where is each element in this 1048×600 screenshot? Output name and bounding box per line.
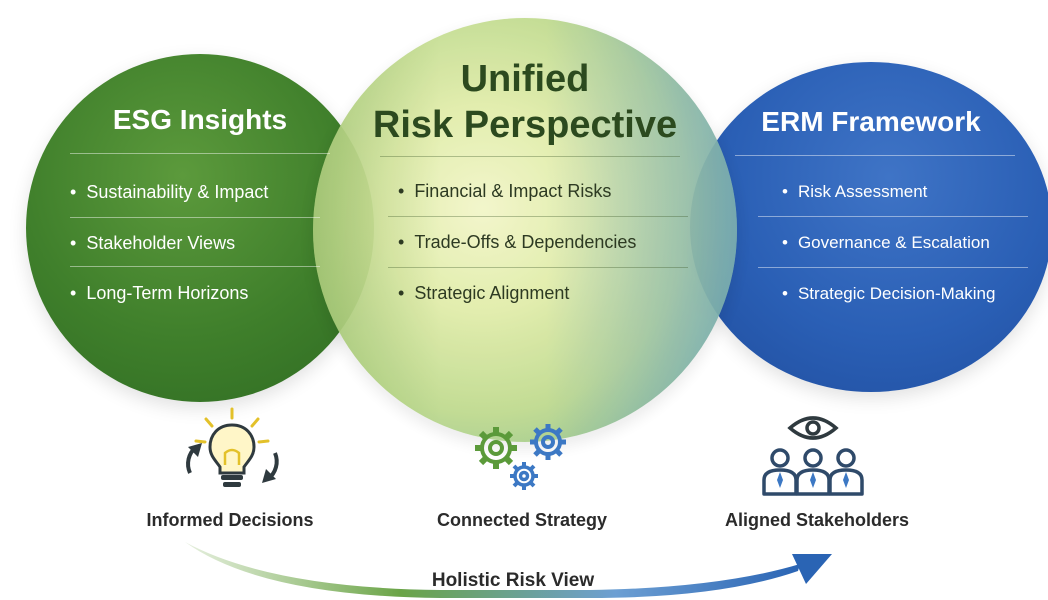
erm-item-divider-2 xyxy=(758,267,1028,268)
esg-insights-title: ESG Insights xyxy=(112,104,288,135)
informed-decisions-label: Informed Decisions xyxy=(146,510,314,530)
esg-item-3: •Long-Term Horizons xyxy=(70,283,249,303)
erm-framework-title: ERM Framework xyxy=(761,106,981,137)
urp-item-3: •Strategic Alignment xyxy=(398,283,570,303)
erm-item-divider-1 xyxy=(758,216,1028,217)
gears-icon xyxy=(475,424,566,490)
aligned-stakeholders-label: Aligned Stakeholders xyxy=(724,510,910,530)
lightbulb-cycle-icon xyxy=(186,407,279,487)
erm-item-2: •Governance & Escalation xyxy=(782,233,990,252)
connected-strategy-label: Connected Strategy xyxy=(436,510,608,530)
esg-item-1: •Sustainability & Impact xyxy=(70,182,269,202)
esg-item-2: •Stakeholder Views xyxy=(70,233,236,253)
erm-item-1: •Risk Assessment xyxy=(782,182,928,201)
urp-item-2: •Trade-Offs & Dependencies xyxy=(398,232,637,252)
urp-title-divider xyxy=(380,156,680,157)
unified-risk-perspective-circle xyxy=(313,18,737,442)
holistic-risk-view-label: Holistic Risk View xyxy=(431,570,595,591)
esg-item-divider-1 xyxy=(70,217,320,218)
stakeholders-eye-icon xyxy=(762,416,864,496)
erm-framework-circle xyxy=(690,62,1048,392)
urp-item-1: •Financial & Impact Risks xyxy=(398,181,612,201)
urp-title-line-1: Unified xyxy=(460,58,590,100)
holistic-risk-arrow xyxy=(185,542,832,598)
erm-item-3: •Strategic Decision-Making xyxy=(782,284,996,303)
urp-item-divider-1 xyxy=(388,216,688,217)
esg-title-divider xyxy=(70,153,330,154)
esg-item-divider-2 xyxy=(70,266,320,267)
urp-title-line-2: Risk Perspective xyxy=(372,104,678,146)
erm-title-divider xyxy=(735,155,1015,156)
unified-risk-perspective-title: Unified Risk Perspective xyxy=(313,56,737,148)
urp-item-divider-2 xyxy=(388,267,688,268)
